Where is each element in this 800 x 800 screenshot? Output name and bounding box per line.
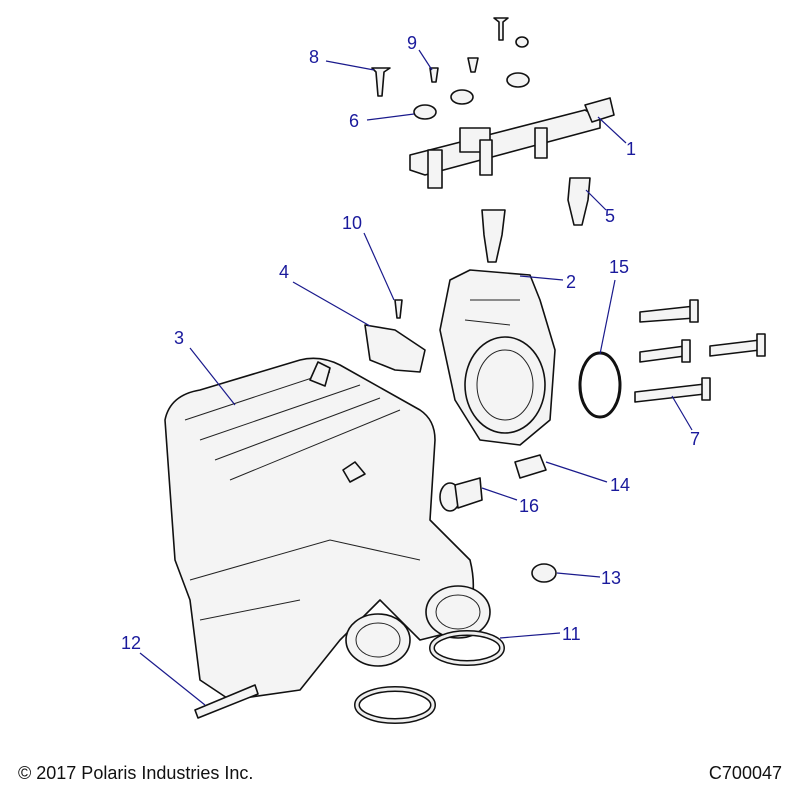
callout-8: 8 xyxy=(309,47,319,67)
screw xyxy=(493,17,509,41)
callout-13: 13 xyxy=(601,568,621,588)
fuel-injectors xyxy=(481,177,591,263)
callout-12: 12 xyxy=(121,633,141,653)
throttle-body xyxy=(439,269,556,446)
callout-1: 1 xyxy=(626,139,636,159)
intake-manifold xyxy=(164,357,491,701)
callout-2: 2 xyxy=(566,272,576,292)
bolts xyxy=(634,299,766,403)
callout-4: 4 xyxy=(279,262,289,282)
callout-10: 10 xyxy=(342,213,362,233)
callout-7: 7 xyxy=(690,429,700,449)
hose-clamps xyxy=(354,630,505,724)
callout-15: 15 xyxy=(609,257,629,277)
screw-head xyxy=(515,36,529,48)
screw-8 xyxy=(371,67,391,97)
callout-11: 11 xyxy=(562,624,581,644)
callout-5: 5 xyxy=(605,206,615,226)
callout-9: 9 xyxy=(407,33,417,53)
copyright-notice: © 2017 Polaris Industries Inc. xyxy=(18,763,254,783)
clip xyxy=(450,89,474,105)
screw-9 xyxy=(429,67,439,83)
screw-10 xyxy=(394,299,403,319)
callout-14: 14 xyxy=(610,475,630,495)
spacer-14 xyxy=(514,454,547,479)
callout-6: 6 xyxy=(349,111,359,131)
callout-3: 3 xyxy=(174,328,184,348)
plug-13 xyxy=(531,563,557,583)
clip xyxy=(506,72,530,88)
screw xyxy=(467,57,479,73)
bolt-12 xyxy=(194,684,259,719)
leader-lines xyxy=(139,49,693,706)
clip-6 xyxy=(413,104,437,120)
gasket-ring xyxy=(578,351,622,419)
fuel-rail xyxy=(409,97,615,189)
map-sensor xyxy=(364,324,426,373)
callout-16: 16 xyxy=(519,496,539,516)
drawing-number: C700047 xyxy=(708,763,782,783)
